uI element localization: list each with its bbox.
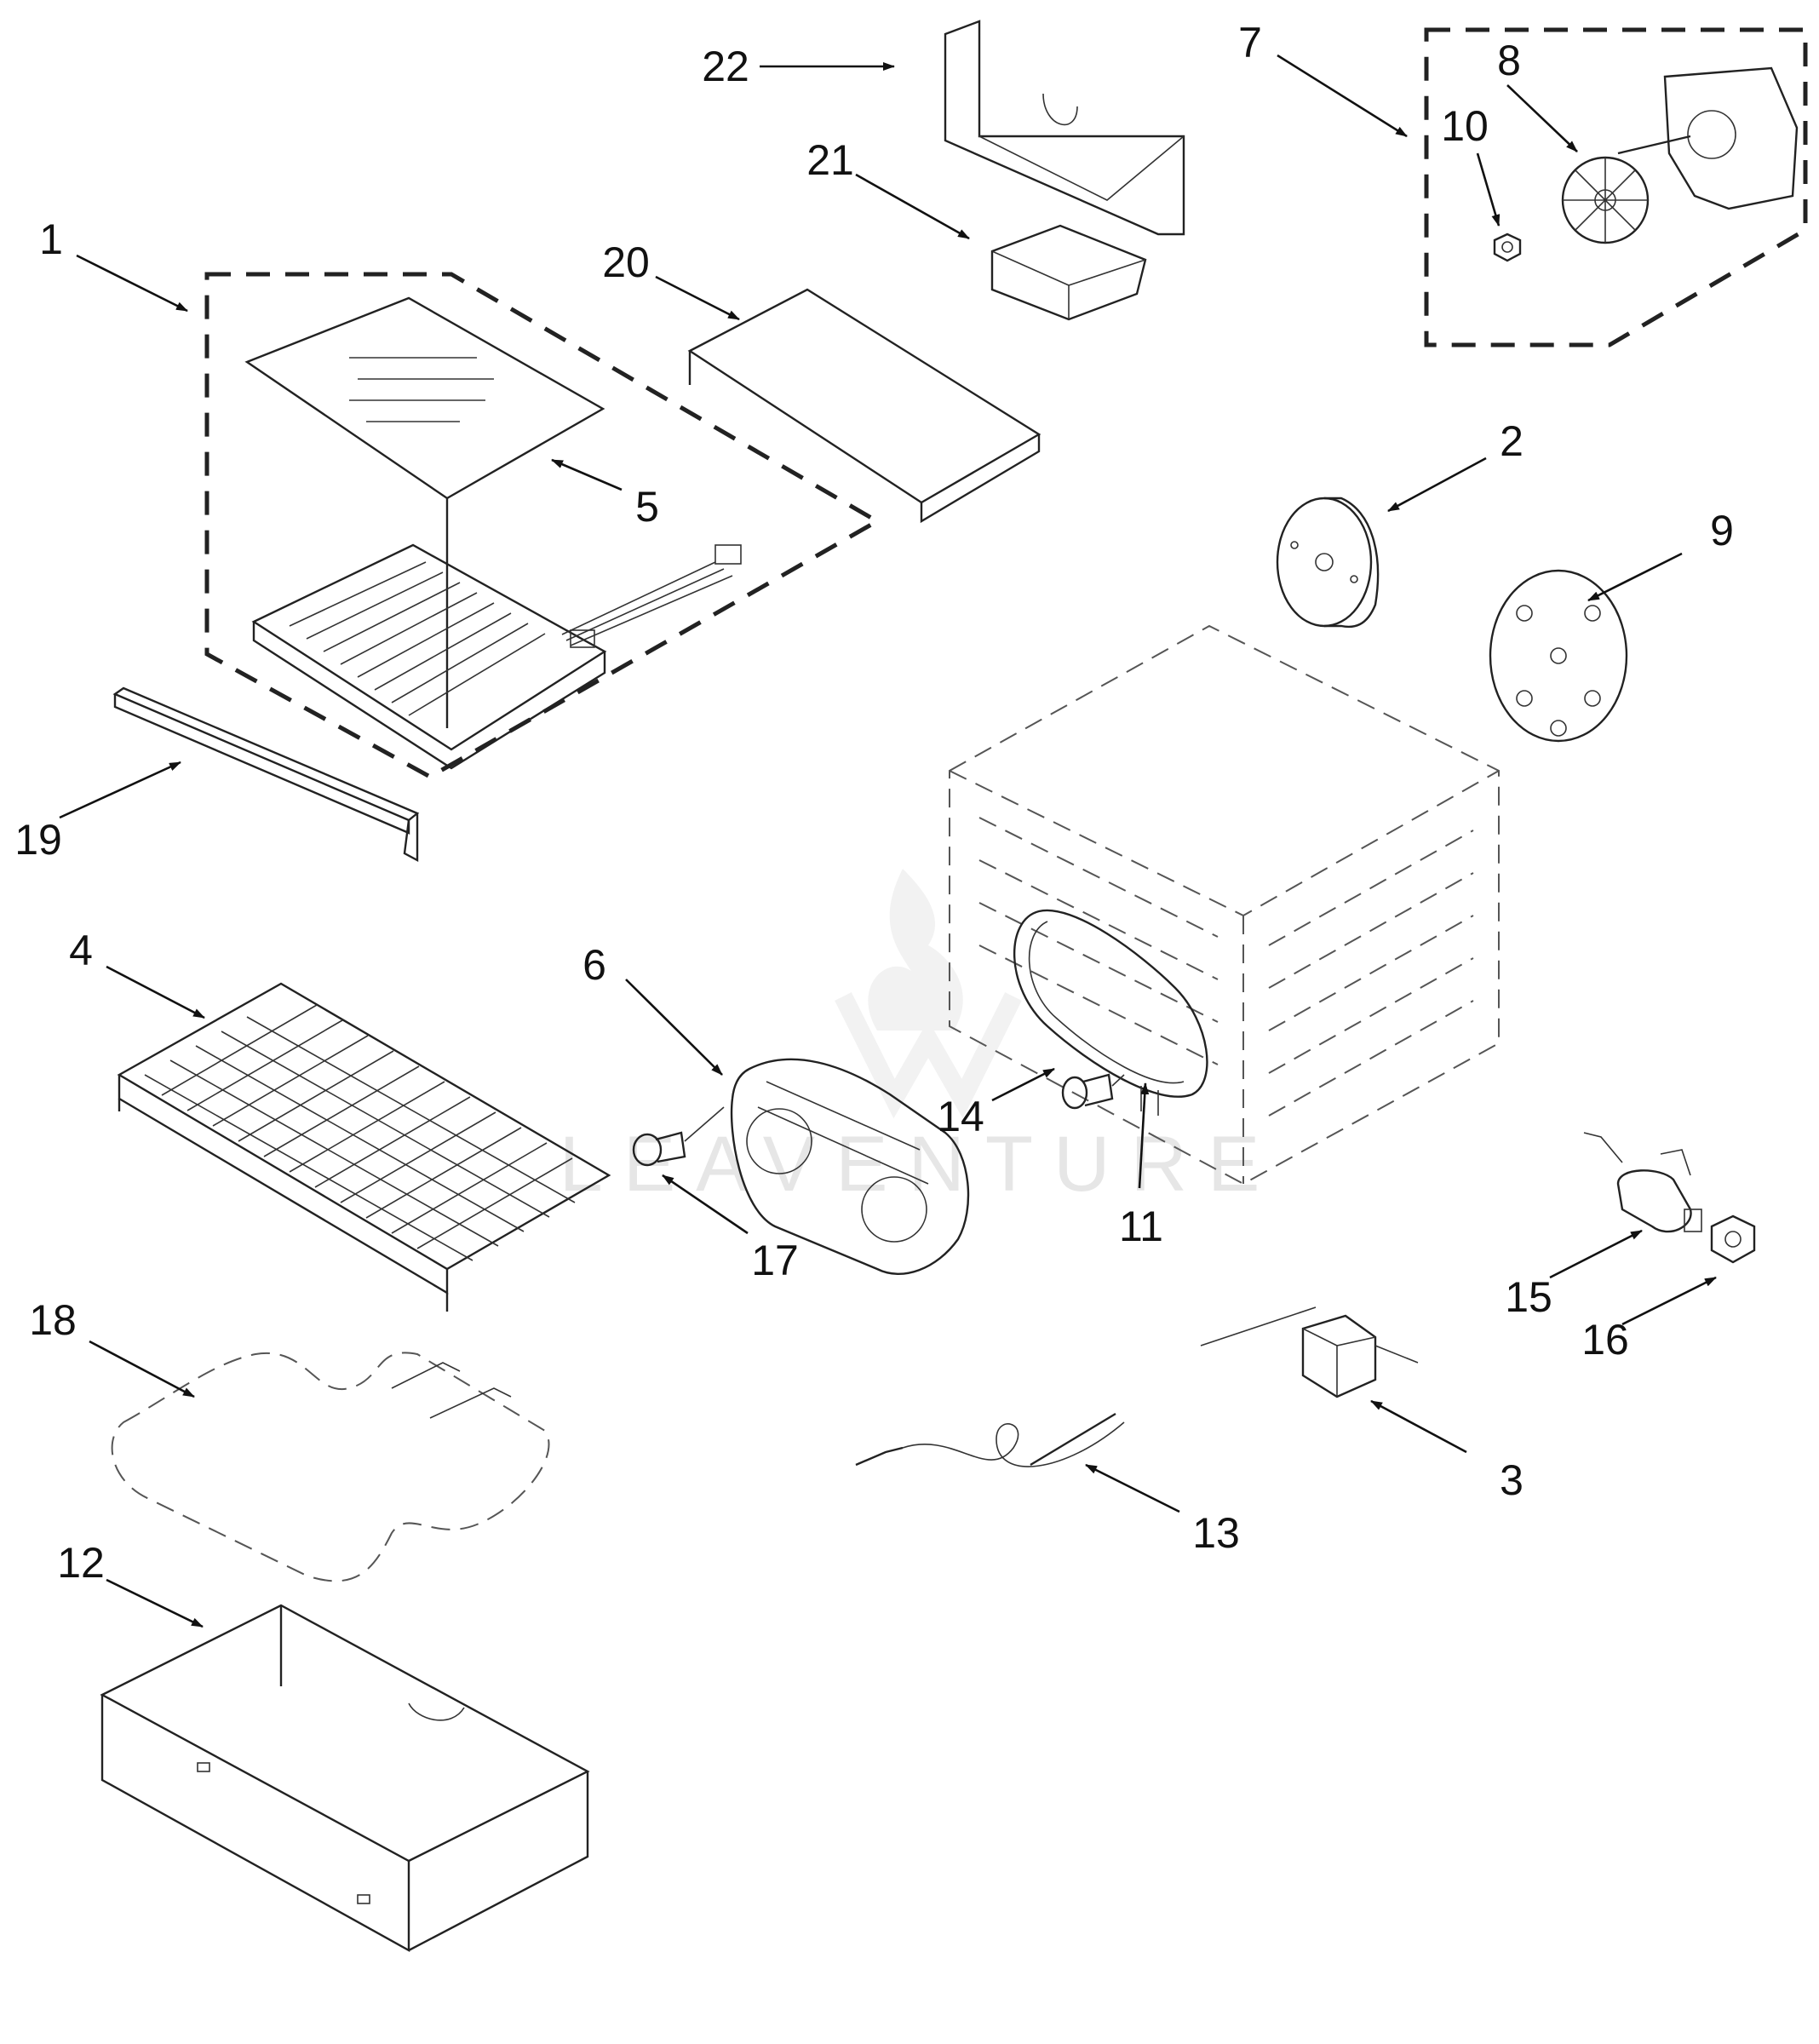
- callout-12: 12: [57, 1539, 105, 1587]
- part-1-broil-element-tray: [251, 543, 742, 770]
- arrow-16: [1621, 1276, 1717, 1326]
- callout-8: 8: [1497, 37, 1521, 84]
- arrow-17: [662, 1174, 749, 1235]
- callout-16: 16: [1581, 1316, 1629, 1364]
- callout-labels: 1 2 3 4 5 6 7 8 9 10 11 12 13 14 15 16 1…: [14, 19, 1734, 1587]
- part-14-screw: [1061, 1073, 1125, 1110]
- part-21-bracket: [990, 224, 1147, 321]
- callout-22: 22: [702, 43, 749, 90]
- callout-17: 17: [751, 1237, 799, 1284]
- arrow-4: [106, 965, 205, 1019]
- part-20-top-shield: [687, 288, 1041, 524]
- watermark-logo: [835, 869, 1022, 1119]
- arrow-2: [1387, 456, 1487, 513]
- arrow-11: [1138, 1082, 1150, 1189]
- arrow-20: [655, 275, 740, 321]
- arrow-9: [1587, 552, 1683, 602]
- callout-11: 11: [1119, 1203, 1163, 1250]
- leader-arrows: [59, 54, 1717, 1628]
- arrow-8: [1506, 84, 1578, 152]
- part-12-bottom-pan: [100, 1604, 590, 1953]
- callout-9: 9: [1710, 507, 1734, 554]
- part-19-rail: [112, 686, 420, 862]
- part-6-convection-cover: [730, 1058, 970, 1275]
- arrow-18: [89, 1340, 195, 1398]
- part-15-door-switch: [1583, 1132, 1702, 1233]
- arrow-10: [1476, 152, 1501, 227]
- part-3-temperature-sensor: [1200, 1306, 1419, 1398]
- part-16-nut: [1710, 1214, 1756, 1264]
- oven-cavity-phantom: [949, 624, 1500, 1186]
- part-7-fan-motor: [1617, 66, 1799, 210]
- part-5-insulation-sheet: [244, 296, 605, 728]
- watermark-text: LEAVENTURE: [559, 1121, 1281, 1208]
- callout-19: 19: [14, 816, 62, 864]
- arrow-1: [76, 254, 188, 313]
- arrow-19: [59, 761, 181, 819]
- arrow-6: [625, 979, 723, 1076]
- arrow-5: [551, 458, 623, 491]
- part-17-screw: [632, 1106, 725, 1167]
- part-22-cover: [944, 20, 1185, 236]
- part-18-bake-element: [111, 1352, 550, 1582]
- arrow-13: [1085, 1463, 1180, 1513]
- callout-20: 20: [602, 238, 650, 286]
- callout-1: 1: [39, 215, 63, 263]
- callout-21: 21: [806, 136, 854, 184]
- part-9-gasket: [1489, 569, 1628, 743]
- arrow-7: [1277, 54, 1408, 138]
- part-10-nut: [1493, 233, 1522, 262]
- callout-2: 2: [1500, 417, 1523, 465]
- arrow-14: [991, 1067, 1055, 1102]
- part-8-fan-blade: [1561, 156, 1650, 244]
- part-2-baffle-disc: [1276, 497, 1380, 629]
- callout-6: 6: [582, 941, 606, 989]
- callout-14: 14: [937, 1093, 984, 1140]
- part-7-fan-assembly-outline: [1424, 27, 1808, 347]
- part-1-assembly-outline: [204, 272, 882, 779]
- part-13-meat-probe: [855, 1412, 1125, 1467]
- callout-4: 4: [69, 927, 93, 974]
- arrow-3: [1370, 1399, 1467, 1454]
- callout-13: 13: [1192, 1509, 1240, 1557]
- callout-10: 10: [1441, 102, 1489, 150]
- callout-18: 18: [29, 1296, 77, 1344]
- callout-15: 15: [1505, 1273, 1552, 1321]
- arrow-21: [855, 173, 970, 240]
- callout-5: 5: [635, 483, 659, 531]
- callout-3: 3: [1500, 1456, 1523, 1504]
- arrow-12: [106, 1578, 204, 1628]
- part-4-oven-rack: [117, 982, 611, 1312]
- arrow-15: [1549, 1229, 1643, 1279]
- callout-7: 7: [1238, 19, 1262, 66]
